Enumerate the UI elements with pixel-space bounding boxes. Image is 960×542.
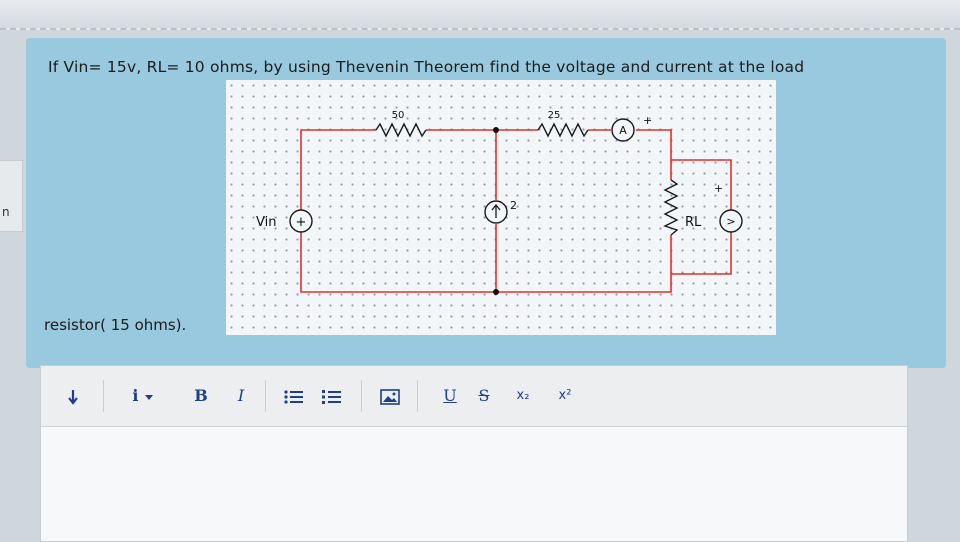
- bulleted-list-icon: [284, 389, 303, 404]
- vin-source-sign: +: [296, 215, 307, 230]
- sidebar-tab[interactable]: n: [0, 160, 23, 232]
- image-icon: [380, 388, 400, 405]
- numbered-list-button[interactable]: [321, 384, 343, 408]
- subscript-button[interactable]: x₂: [511, 384, 535, 408]
- italic-label: I: [237, 386, 245, 405]
- current-source-label: 2: [510, 199, 517, 212]
- voltmeter-label: >: [726, 215, 735, 228]
- bold-label: B: [194, 386, 208, 405]
- underline-button[interactable]: U: [441, 384, 459, 408]
- circuit-svg: 50 25 A + + Vin 2 RL > +: [256, 110, 743, 295]
- vin-label: Vin: [256, 215, 276, 230]
- strikethrough-button[interactable]: S: [475, 384, 493, 408]
- junction-dot-bottom: [493, 289, 499, 295]
- paragraph-arrow-icon: [68, 389, 78, 405]
- ammeter-symbol: [611, 118, 635, 142]
- voltmeter-symbol: [719, 209, 743, 233]
- italic-button[interactable]: I: [231, 384, 251, 408]
- top-strip: [0, 0, 960, 30]
- strikethrough-label: S: [478, 386, 490, 405]
- text-style-dropdown[interactable]: i: [125, 384, 161, 408]
- question-text: If Vin= 15v, RL= 10 ohms, by using Theve…: [48, 58, 805, 76]
- paragraph-button[interactable]: [63, 384, 83, 408]
- chevron-down-icon: [144, 395, 153, 400]
- numbered-list-icon: [322, 389, 341, 404]
- superscript-label: x²: [558, 388, 572, 403]
- voltmeter-plus: +: [714, 182, 723, 195]
- bold-button[interactable]: B: [191, 384, 211, 408]
- question-text-continued: resistor( 15 ohms).: [44, 316, 187, 334]
- current-source-arrow-icon: [491, 203, 501, 218]
- superscript-button[interactable]: x²: [553, 384, 577, 408]
- rl-label: RL: [685, 215, 702, 230]
- circuit-diagram: 50 25 A + + Vin 2 RL > +: [226, 80, 776, 335]
- resistor-25-label: 25: [548, 110, 561, 121]
- ammeter-plus: +: [643, 114, 652, 127]
- ammeter-label: A: [619, 124, 627, 137]
- sidebar-tab-label: n: [2, 205, 10, 219]
- answer-editor: i B I: [40, 365, 908, 542]
- vin-source-symbol: [289, 209, 313, 233]
- junction-dot-top: [493, 127, 499, 133]
- resistor-50-label: 50: [392, 110, 405, 121]
- toolbar-divider: [265, 380, 266, 412]
- toolbar-divider: [103, 380, 104, 412]
- bulleted-list-button[interactable]: [283, 384, 305, 408]
- answer-text-area[interactable]: [41, 427, 907, 541]
- toolbar-divider: [417, 380, 418, 412]
- editor-toolbar: i B I: [41, 366, 907, 427]
- text-style-label: i: [132, 386, 139, 405]
- underline-label: U: [443, 386, 457, 405]
- subscript-label: x₂: [516, 388, 530, 403]
- circuit-wires: [300, 129, 732, 293]
- load-resistor-rl: [663, 179, 679, 236]
- toolbar-divider: [361, 380, 362, 412]
- resistor-50: [375, 122, 427, 138]
- resistor-25: [537, 122, 589, 138]
- insert-image-button[interactable]: [379, 384, 401, 408]
